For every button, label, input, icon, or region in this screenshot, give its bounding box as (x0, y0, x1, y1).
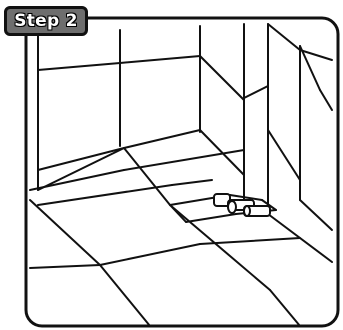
step-badge: Step 2 (4, 6, 88, 36)
step-label: Step 2 (14, 11, 78, 31)
